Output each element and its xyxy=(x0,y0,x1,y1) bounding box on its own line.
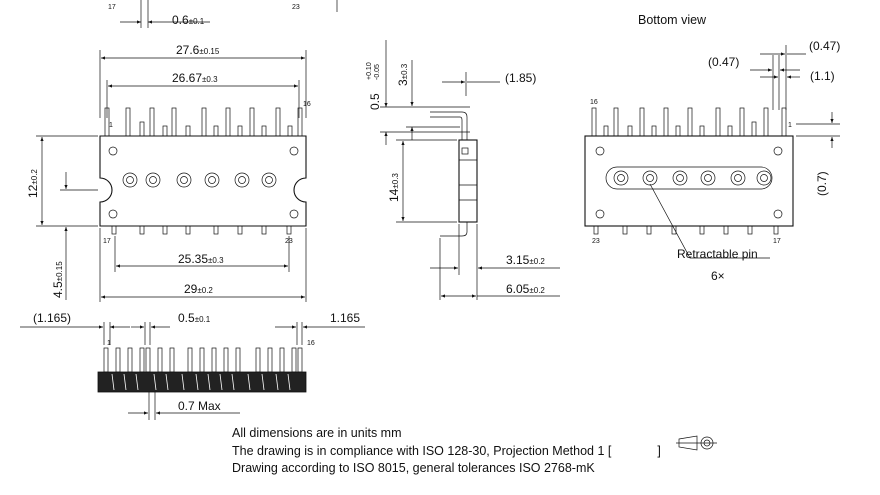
front-pin-1-label: 1 xyxy=(107,340,111,347)
top-pins xyxy=(104,107,303,137)
dim-pin-thk: 0.5 xyxy=(368,93,382,110)
projection-method-icon xyxy=(676,435,717,451)
note-iso128-suffix: ] xyxy=(657,443,661,458)
front-view-grooves xyxy=(111,373,291,391)
retractable-pins-bottom xyxy=(613,170,772,186)
dim-front-right: 1.165 xyxy=(330,311,360,325)
dim-d: (0.7) xyxy=(815,171,829,196)
top-pin-16-label: 16 xyxy=(303,101,311,108)
dim-inner-pins: 26.67±0.3 xyxy=(172,71,218,85)
retract-label: Retractable pin xyxy=(677,247,758,261)
dim-pin-len: 3±0.3 xyxy=(396,63,410,86)
dim-overall-pins: 27.6±0.15 xyxy=(176,43,220,57)
module-body-top xyxy=(99,135,307,227)
note-units: All dimensions are in units mm xyxy=(232,426,402,440)
note-iso8015: Drawing according to ISO 8015, general t… xyxy=(232,461,595,475)
front-pin-16-label: 16 xyxy=(307,340,315,347)
dim-front-max: 0.7 Max xyxy=(178,399,221,413)
retractable-pin-slot xyxy=(605,166,773,190)
top-pin-1-label: 1 xyxy=(109,122,113,129)
top-label-17: 17 xyxy=(108,4,116,11)
bv-pin-17-label: 17 xyxy=(773,238,781,245)
dim-height: 12±0.2 xyxy=(26,169,40,198)
dim-pin-thk-tol-plus: +0.10 xyxy=(366,62,373,80)
bottom-view-title: Bottom view xyxy=(638,13,707,27)
dim-thick2: 6.05±0.2 xyxy=(506,282,545,296)
bottom-view-pins xyxy=(591,107,787,137)
bottom-view-lower-pins xyxy=(593,225,779,235)
module-body-side xyxy=(458,139,478,223)
dim-pin-thk-tol-minus: -0.05 xyxy=(374,64,381,80)
dim-front-pitch: 0.5±0.1 xyxy=(178,311,211,325)
note-iso128: The drawing is in compliance with ISO 12… xyxy=(232,443,661,461)
front-view: (1.165) 0.5±0.1 1.165 1 16 xyxy=(20,311,365,420)
dim-offset: 4.5±0.15 xyxy=(51,261,65,298)
side-view: 0.5 +0.10 -0.05 3±0.3 (1.85) 14±0.3 xyxy=(366,40,560,300)
bottom-view: (0.47) (0.47) (1.1) 16 1 xyxy=(584,39,840,283)
dim-bottom-pins: 25.35±0.3 xyxy=(178,252,224,266)
retractable-pin-holes-top xyxy=(122,172,277,188)
bv-pin-16-label: 16 xyxy=(590,99,598,106)
bottom-pins-top-view xyxy=(111,225,292,235)
dim-pitch: 0.6±0.1 xyxy=(172,13,205,27)
dim-thick1: 3.15±0.2 xyxy=(506,253,545,267)
bv-pin-23-label: 23 xyxy=(592,238,600,245)
bot-pin-17-label: 17 xyxy=(103,238,111,245)
module-body-front xyxy=(97,371,307,393)
dim-front-left: (1.165) xyxy=(33,311,71,325)
front-view-pins xyxy=(103,347,303,373)
dim-bend: (1.85) xyxy=(505,71,536,85)
drawing-notes: All dimensions are in units mm The drawi… xyxy=(232,425,661,478)
top-view: 17 23 0.6±0.1 27.6±0.15 26.67±0.3 1 xyxy=(26,0,338,302)
dim-c: (1.1) xyxy=(810,69,835,83)
dim-b: (0.47) xyxy=(809,39,840,53)
note-iso128-text: The drawing is in compliance with ISO 12… xyxy=(232,443,612,458)
bv-pin-1-label: 1 xyxy=(788,122,792,129)
retract-count: 6× xyxy=(711,269,725,283)
dim-a: (0.47) xyxy=(708,55,739,69)
dim-body: 14±0.3 xyxy=(387,173,401,202)
top-label-23: 23 xyxy=(292,4,300,11)
dim-width: 29±0.2 xyxy=(184,282,213,296)
